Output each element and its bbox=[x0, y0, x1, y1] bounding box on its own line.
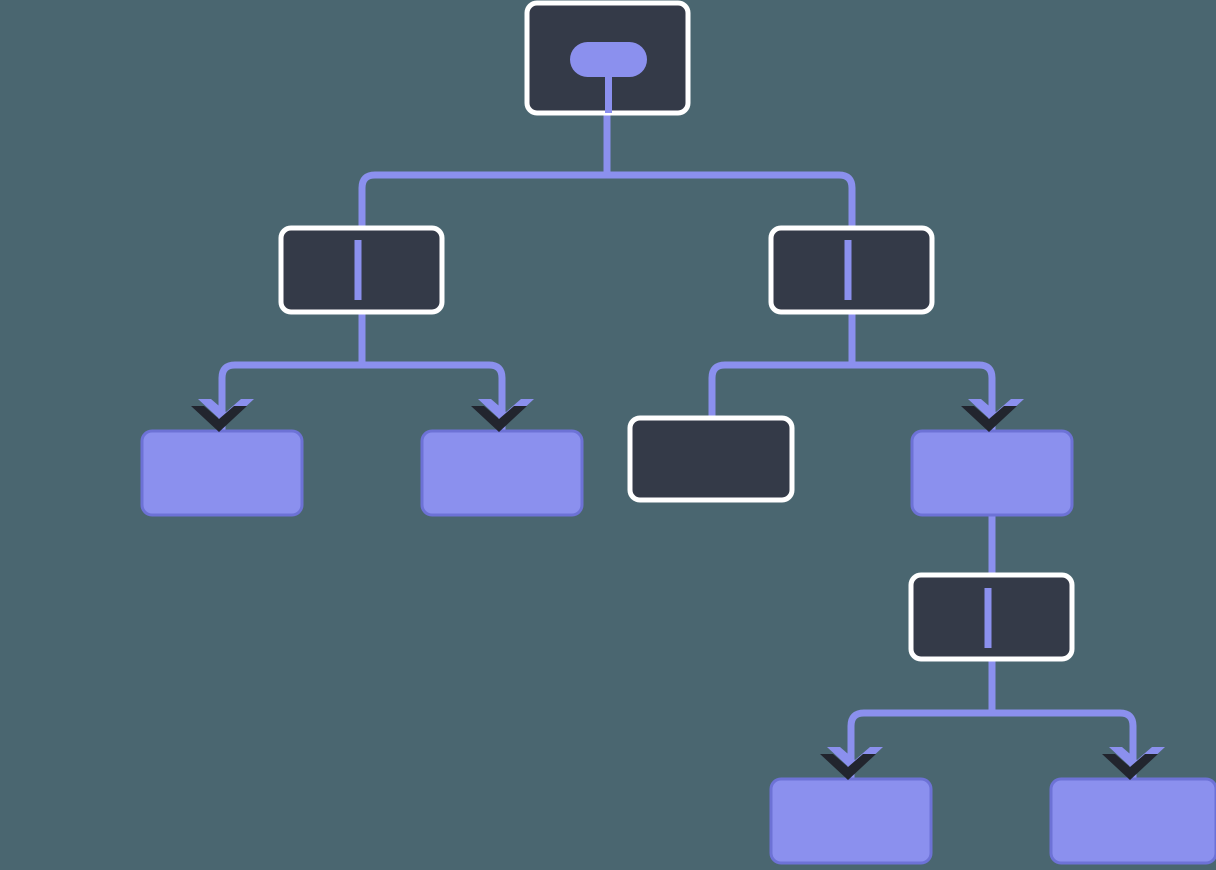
edge-level4-to-leaf-left-arrowhead-shape bbox=[820, 754, 876, 780]
level3-leaf-b-node-shape[interactable] bbox=[420, 429, 584, 517]
level2-right-node-bar-marker bbox=[844, 240, 852, 300]
nodes-layer bbox=[140, 0, 1216, 865]
edges-layer bbox=[218, 113, 1137, 779]
level5-leaf-left-node[interactable] bbox=[769, 777, 933, 865]
edge-level2-left-to-leaf-a-arrowhead-highlight bbox=[198, 399, 254, 425]
edge-level4-to-leaf-right-arrowhead-shape bbox=[1102, 754, 1158, 780]
level3-dark-node[interactable] bbox=[627, 415, 795, 503]
level5-leaf-right-node-shape[interactable] bbox=[1049, 777, 1216, 865]
edge-level2-left-to-leaf-a-arrowhead-shape bbox=[191, 406, 247, 432]
edge-level2-left-to-leaf-b-arrowhead bbox=[471, 399, 534, 432]
arrowheads-layer bbox=[191, 399, 1165, 780]
edge-level2-right-to-level3-branch-arrowhead-shape bbox=[961, 406, 1017, 432]
edge-level2-left-to-leaf-b[interactable] bbox=[358, 312, 506, 431]
edge-level4-to-leaf-right-arrowhead-highlight bbox=[1109, 747, 1165, 773]
level3-leaf-a-node-shape[interactable] bbox=[140, 429, 304, 517]
edge-root-to-level2-left[interactable] bbox=[358, 113, 611, 228]
edge-level2-right-to-level3-dark[interactable] bbox=[708, 312, 856, 418]
level5-leaf-right-node[interactable] bbox=[1049, 777, 1216, 865]
level3-leaf-a-node[interactable] bbox=[140, 429, 304, 517]
level3-branch-node[interactable] bbox=[910, 429, 1074, 517]
edge-level2-right-to-level3-branch[interactable] bbox=[848, 312, 996, 431]
level3-dark-node-shape[interactable] bbox=[627, 415, 795, 503]
level3-leaf-b-node[interactable] bbox=[420, 429, 584, 517]
edge-level4-to-leaf-right[interactable] bbox=[988, 659, 1137, 779]
level2-left-node-bar-marker bbox=[354, 240, 362, 300]
root-node-stem-marker bbox=[605, 77, 612, 113]
edge-level2-right-to-level3-branch-arrowhead bbox=[961, 399, 1024, 432]
level4-dark-node-bar-marker bbox=[984, 588, 992, 648]
edge-level2-left-to-leaf-a-arrowhead bbox=[191, 399, 254, 432]
edge-level4-to-leaf-left[interactable] bbox=[847, 659, 996, 779]
edge-level4-to-leaf-left-arrowhead-highlight bbox=[827, 747, 883, 773]
edge-root-to-level2-right[interactable] bbox=[603, 113, 856, 228]
root-node-pill-marker bbox=[570, 42, 647, 77]
edge-level4-to-leaf-left-arrowhead bbox=[820, 747, 883, 780]
edge-level2-left-to-leaf-b-arrowhead-shape bbox=[471, 406, 527, 432]
edge-level4-to-leaf-right-arrowhead bbox=[1102, 747, 1165, 780]
level3-branch-node-shape[interactable] bbox=[910, 429, 1074, 517]
edge-level2-left-to-leaf-b-arrowhead-highlight bbox=[478, 399, 534, 425]
level5-leaf-left-node-shape[interactable] bbox=[769, 777, 933, 865]
edge-level2-right-to-level3-branch-arrowhead-highlight bbox=[968, 399, 1024, 425]
edge-level2-left-to-leaf-a[interactable] bbox=[218, 312, 366, 431]
